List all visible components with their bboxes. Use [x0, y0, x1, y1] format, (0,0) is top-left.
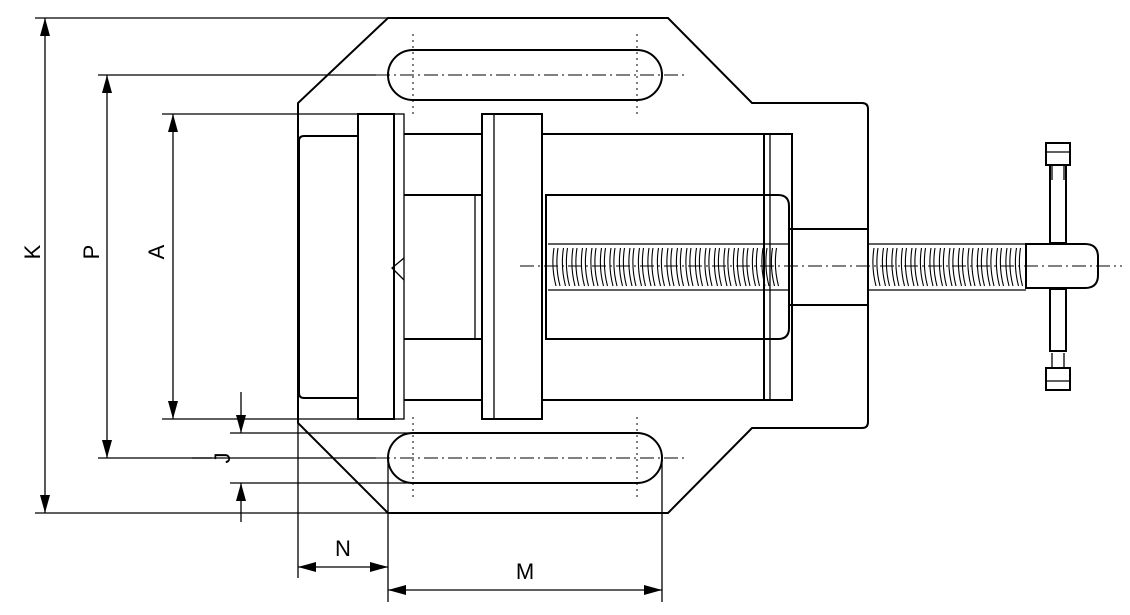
- dimension-n: N: [297, 423, 389, 602]
- dimension-label-k: K: [20, 244, 45, 259]
- dimension-a: A: [144, 113, 394, 420]
- lead-screw: [520, 243, 1122, 291]
- vise-base: [297, 17, 869, 514]
- dimension-k: K: [20, 17, 388, 514]
- dimension-j: J: [192, 392, 413, 522]
- dimension-label-p: P: [79, 245, 104, 260]
- dimension-p: P: [79, 74, 376, 459]
- mounting-slot-top: [376, 34, 685, 116]
- dimension-label-m: M: [516, 559, 534, 584]
- moving-jaw: [481, 113, 543, 420]
- screw-housing: [545, 133, 869, 401]
- dimension-label-n: N: [335, 536, 351, 561]
- fixed-jaw: [298, 113, 405, 420]
- mounting-slot-bottom: [376, 417, 685, 499]
- dimension-label-a: A: [144, 244, 169, 259]
- dimension-label-j: J: [210, 453, 235, 464]
- dimension-m: M: [388, 458, 663, 602]
- guide-rails: [391, 133, 792, 401]
- t-handle: [1025, 142, 1099, 391]
